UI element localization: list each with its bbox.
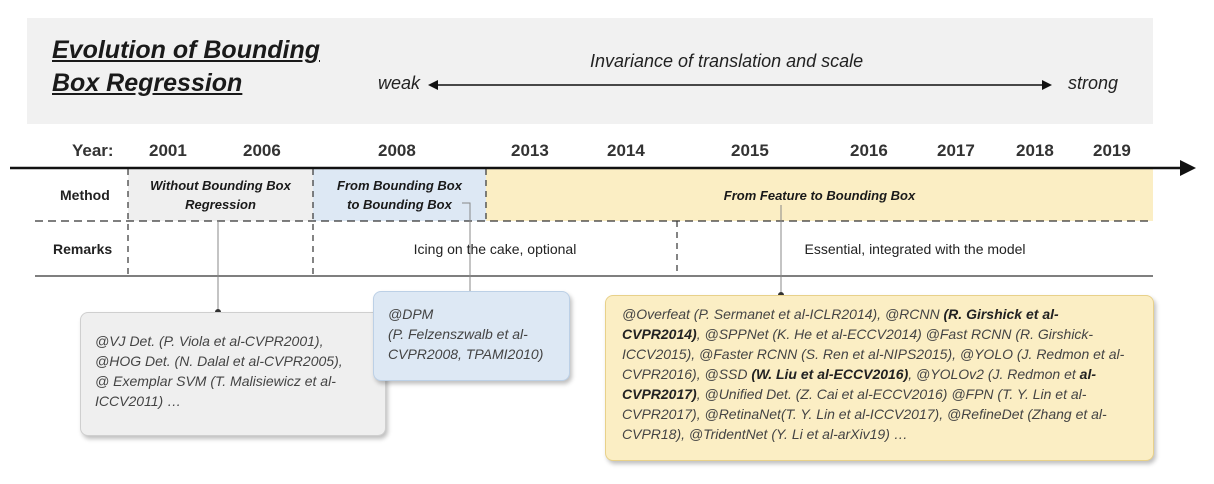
header-band [27, 18, 1153, 124]
remarks-row-label: Remarks [53, 241, 113, 257]
year-2018: 2018 [1016, 141, 1054, 160]
diagram-title: Evolution of Bounding Box Regression [52, 36, 320, 97]
method-cell-bg-1 [128, 169, 313, 221]
remark-optional: Icing on the cake, optional [413, 241, 577, 257]
year-2015: 2015 [731, 141, 769, 160]
callout-3-seg: , @SPPNet (K. He et al-ECCV2014) @Fast R… [622, 326, 1125, 382]
remark-essential: Essential, integrated with the model [804, 241, 1026, 257]
method-row-label: Method [60, 187, 110, 203]
timeline-arrowhead [1180, 160, 1196, 176]
method-cell-feature-to-bbox: From Feature to Bounding Box [723, 188, 916, 203]
year-2013: 2013 [511, 141, 549, 160]
callout-1-line: @HOG Det. (N. Dalal et al-CVPR2005), [95, 353, 343, 369]
callout-3-seg-bold: al-CVPR2017) [622, 366, 1096, 402]
year-2019: 2019 [1093, 141, 1131, 160]
method-cell-bbox-to-bbox: From Bounding Box to Bounding Box [337, 178, 462, 212]
callout-dpm: @DPM (P. Felzenszwalb et al- CVPR2008, T… [373, 291, 570, 381]
year-2016: 2016 [850, 141, 888, 160]
callout-3-seg: , @YOLOv2 (J. Redmon et [908, 366, 1080, 382]
method-cell-bg-2 [313, 169, 486, 221]
callout-early-methods: @VJ Det. (P. Viola et al-CVPR2001), @HOG… [80, 312, 386, 436]
callout-2-line: @DPM [388, 306, 434, 322]
callout-3-seg: @Overfeat (P. Sermanet et al-ICLR2014), … [622, 306, 944, 322]
callout-1-line: ICCV2011) … [95, 393, 182, 409]
year-label: Year: [72, 141, 114, 160]
callout-deep-methods: @Overfeat (P. Sermanet et al-ICLR2014), … [605, 295, 1154, 461]
method-cell-without-bbox: Without Bounding Box Regression [150, 178, 291, 212]
year-2006: 2006 [243, 141, 281, 160]
year-2001: 2001 [149, 141, 187, 160]
callout-3-seg-bold: (R. Girshick et al- [943, 306, 1059, 322]
method-cell-bg-3 [486, 169, 1153, 221]
callout-3-seg-bold: CVPR2014) [622, 326, 697, 342]
year-2014: 2014 [607, 141, 645, 160]
weak-label: weak [378, 73, 421, 93]
callout-3-seg-bold: (W. Liu et al-ECCV2016) [751, 366, 909, 382]
callout-2-line: (P. Felzenszwalb et al- [388, 326, 528, 342]
year-2017: 2017 [937, 141, 975, 160]
callout-1-line: @VJ Det. (P. Viola et al-CVPR2001), [95, 333, 324, 349]
connector-2 [462, 202, 471, 291]
year-2008: 2008 [378, 141, 416, 160]
callout-2-line: CVPR2008, TPAMI2010) [388, 346, 544, 362]
invariance-label: Invariance of translation and scale [590, 51, 864, 71]
strong-label: strong [1068, 73, 1119, 93]
callout-3-seg: , @Unified Det. (Z. Cai et al-ECCV2016) … [622, 386, 1107, 442]
callout-1-line: @ Exemplar SVM (T. Malisiewicz et al- [95, 373, 336, 389]
